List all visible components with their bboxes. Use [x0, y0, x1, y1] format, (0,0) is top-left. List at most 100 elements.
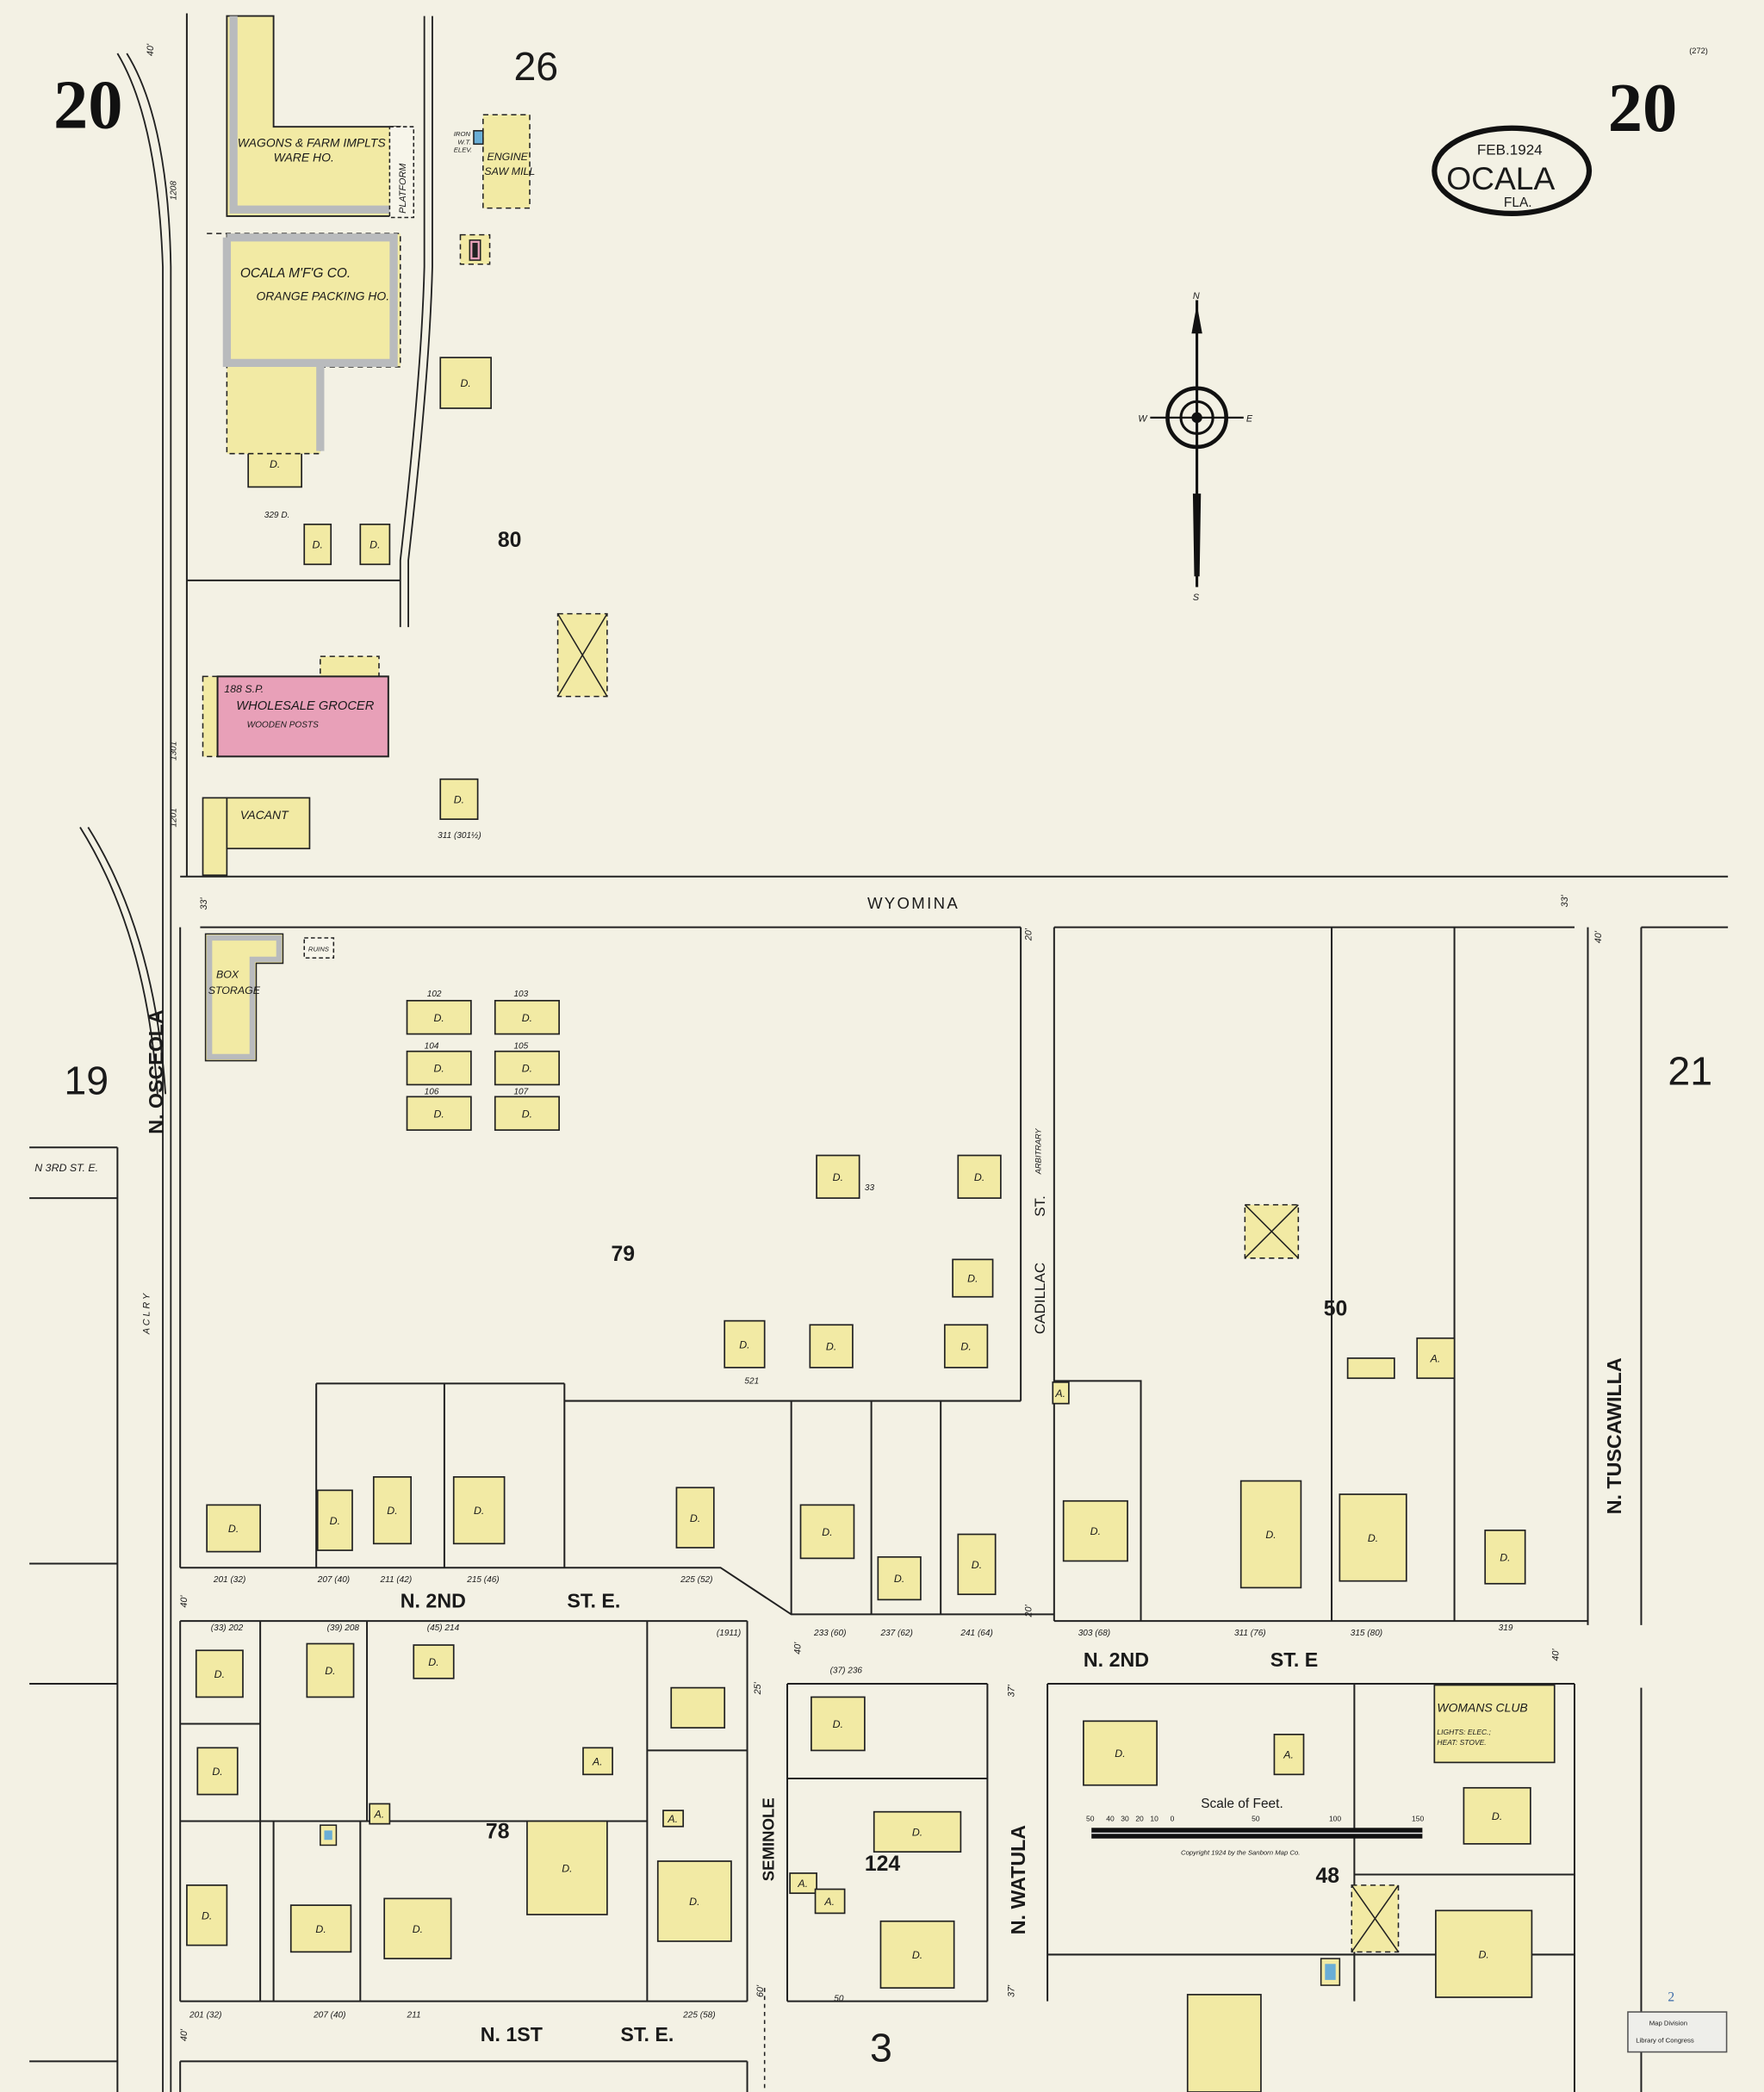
- dwelling-label: D.: [1115, 1747, 1125, 1760]
- wagons-label: WAGONS & FARM IMPLTS: [238, 135, 387, 149]
- street-n2nd-east-st: ST. E: [1270, 1648, 1318, 1671]
- address-number: 50: [834, 1995, 844, 2004]
- scale-title: Scale of Feet.: [1201, 1797, 1283, 1811]
- auto-garage-label: A.: [374, 1809, 385, 1821]
- dwelling-building: [406, 999, 472, 1035]
- address-number: (37) 236: [830, 1667, 863, 1676]
- scale-tick-label: 50: [1252, 1815, 1260, 1823]
- dwelling-building: [494, 1096, 560, 1131]
- dwelling-label: D.: [1478, 1948, 1488, 1960]
- dwelling-label: D.: [434, 1063, 444, 1075]
- dwelling-building: [526, 1820, 608, 1915]
- cross-mark-icon: [556, 613, 608, 698]
- dwelling-building: [406, 1096, 472, 1131]
- address-number: 207 (40): [313, 2010, 345, 2020]
- address-number: 241 (64): [960, 1629, 992, 1638]
- scale-tick-label: 150: [1412, 1815, 1424, 1823]
- dwelling-building: [724, 1319, 766, 1369]
- dwelling-building: [439, 357, 492, 409]
- block-number: 48: [1315, 1865, 1339, 1888]
- address-number: 225 (58): [682, 2010, 715, 2020]
- dwelling-building: [1416, 1337, 1456, 1380]
- auto-garage-label: A.: [1283, 1749, 1294, 1761]
- dwelling-label: D.: [972, 1559, 982, 1571]
- dwelling-building: [494, 1050, 560, 1086]
- dwelling-label: D.: [387, 1505, 397, 1517]
- address-number: 1208: [170, 181, 179, 201]
- dwelling-label: D.: [522, 1012, 532, 1024]
- railroad-label: A C L R Y: [142, 1293, 152, 1335]
- street-n2nd-east: N. 2ND: [1084, 1648, 1149, 1671]
- iron-tank-label: IRON: [454, 130, 471, 138]
- street-width-label: 20': [1024, 1604, 1034, 1617]
- stamp-line2: Library of Congress: [1636, 2037, 1694, 2045]
- dwelling-building: [873, 1810, 962, 1853]
- dwelling-label: D.: [833, 1718, 843, 1730]
- dwelling-building: [359, 523, 391, 566]
- street-width-label: 37': [1006, 1684, 1016, 1697]
- street-width-label: 40': [1593, 930, 1604, 943]
- street-width-label: 40': [179, 1595, 189, 1608]
- auto-garage-label: A.: [797, 1878, 808, 1890]
- scale-tick-label: 10: [1150, 1815, 1158, 1823]
- ruins-label: RUINS: [308, 946, 330, 953]
- wagons-label-2: WARE HO.: [274, 150, 334, 164]
- dwelling-building: [662, 1810, 685, 1828]
- dwelling-building: [306, 1642, 355, 1698]
- street-cadillac-st: ST.: [1032, 1195, 1048, 1217]
- address-number: 211: [407, 2010, 421, 2020]
- railroad-tracks: [79, 16, 433, 2092]
- dwelling-label: D.: [960, 1341, 971, 1353]
- block-number: 79: [612, 1243, 636, 1266]
- street-width-label: 40': [1550, 1648, 1561, 1661]
- dwelling-building: [670, 1686, 726, 1729]
- vacant-building: VACANT: [202, 797, 311, 877]
- corner-note: (272): [1689, 47, 1708, 55]
- lights-label: LIGHTS: ELEC.;: [1437, 1728, 1491, 1736]
- dwelling-building: [206, 1504, 261, 1553]
- dwelling-building: [452, 1476, 506, 1545]
- dwelling-label: D.: [826, 1341, 836, 1353]
- grocer-number: 188 S.P.: [224, 683, 264, 695]
- dwelling-label: D.: [689, 1896, 699, 1908]
- dwelling-label: D.: [1500, 1551, 1510, 1563]
- auto-garage-label: A.: [1054, 1387, 1065, 1400]
- title-date: FEB.1924: [1477, 142, 1543, 158]
- dwelling-building: [814, 1888, 846, 1915]
- dwelling-label: D.: [912, 1827, 922, 1839]
- ocala-mfg-packing-house: OCALA M'F'G CO. ORANGE PACKING HO.: [207, 233, 401, 455]
- stamp-number: 2: [1668, 1990, 1674, 2005]
- adjacent-sheet-south: 3: [870, 2025, 892, 2070]
- street-width-label: 40': [146, 43, 156, 56]
- dwelling-label: D.: [474, 1505, 484, 1517]
- street-width-label: 20': [1024, 928, 1034, 941]
- iron-tank-label-3: ELEV.: [454, 146, 472, 154]
- dwelling-building: [1484, 1529, 1526, 1585]
- auto-garage-label: A.: [1430, 1353, 1441, 1365]
- dwelling-label: D.: [522, 1108, 532, 1120]
- page-number-left: 20: [53, 67, 123, 144]
- dwelling-label: D.: [330, 1515, 340, 1527]
- street-tuscawilla: N. TUSCAWILLA: [1603, 1357, 1625, 1514]
- street-width-label: 33': [199, 897, 209, 909]
- dwelling-building: [303, 523, 332, 566]
- dwelling-building: [439, 778, 479, 821]
- dwelling-building: [957, 1154, 1002, 1199]
- wooden-posts-label: WOODEN POSTS: [247, 720, 319, 729]
- dwelling-label: D.: [325, 1665, 335, 1677]
- copyright: Copyright 1924 by the Sanborn Map Co.: [1181, 1848, 1300, 1856]
- packing-house-label: ORANGE PACKING HO.: [256, 289, 389, 303]
- cross-mark-icon: [1244, 1204, 1299, 1259]
- street-width-label: 40': [179, 2028, 189, 2041]
- street-n3rd: N 3RD ST. E.: [34, 1162, 98, 1174]
- dwelling-label: D.: [214, 1668, 225, 1680]
- address-number: (45) 214: [427, 1623, 460, 1633]
- stamp-line1: Map Division: [1649, 2020, 1687, 2027]
- block-number: 78: [486, 1821, 510, 1844]
- dwelling-building: [372, 1476, 413, 1545]
- address-number: 201 (32): [189, 2010, 221, 2020]
- street-n1st: N. 1ST: [481, 2023, 543, 2045]
- wholesale-grocer: 188 S.P. WHOLESALE GROCER WOODEN POSTS: [202, 655, 389, 758]
- auto-garage-label: A.: [592, 1755, 603, 1767]
